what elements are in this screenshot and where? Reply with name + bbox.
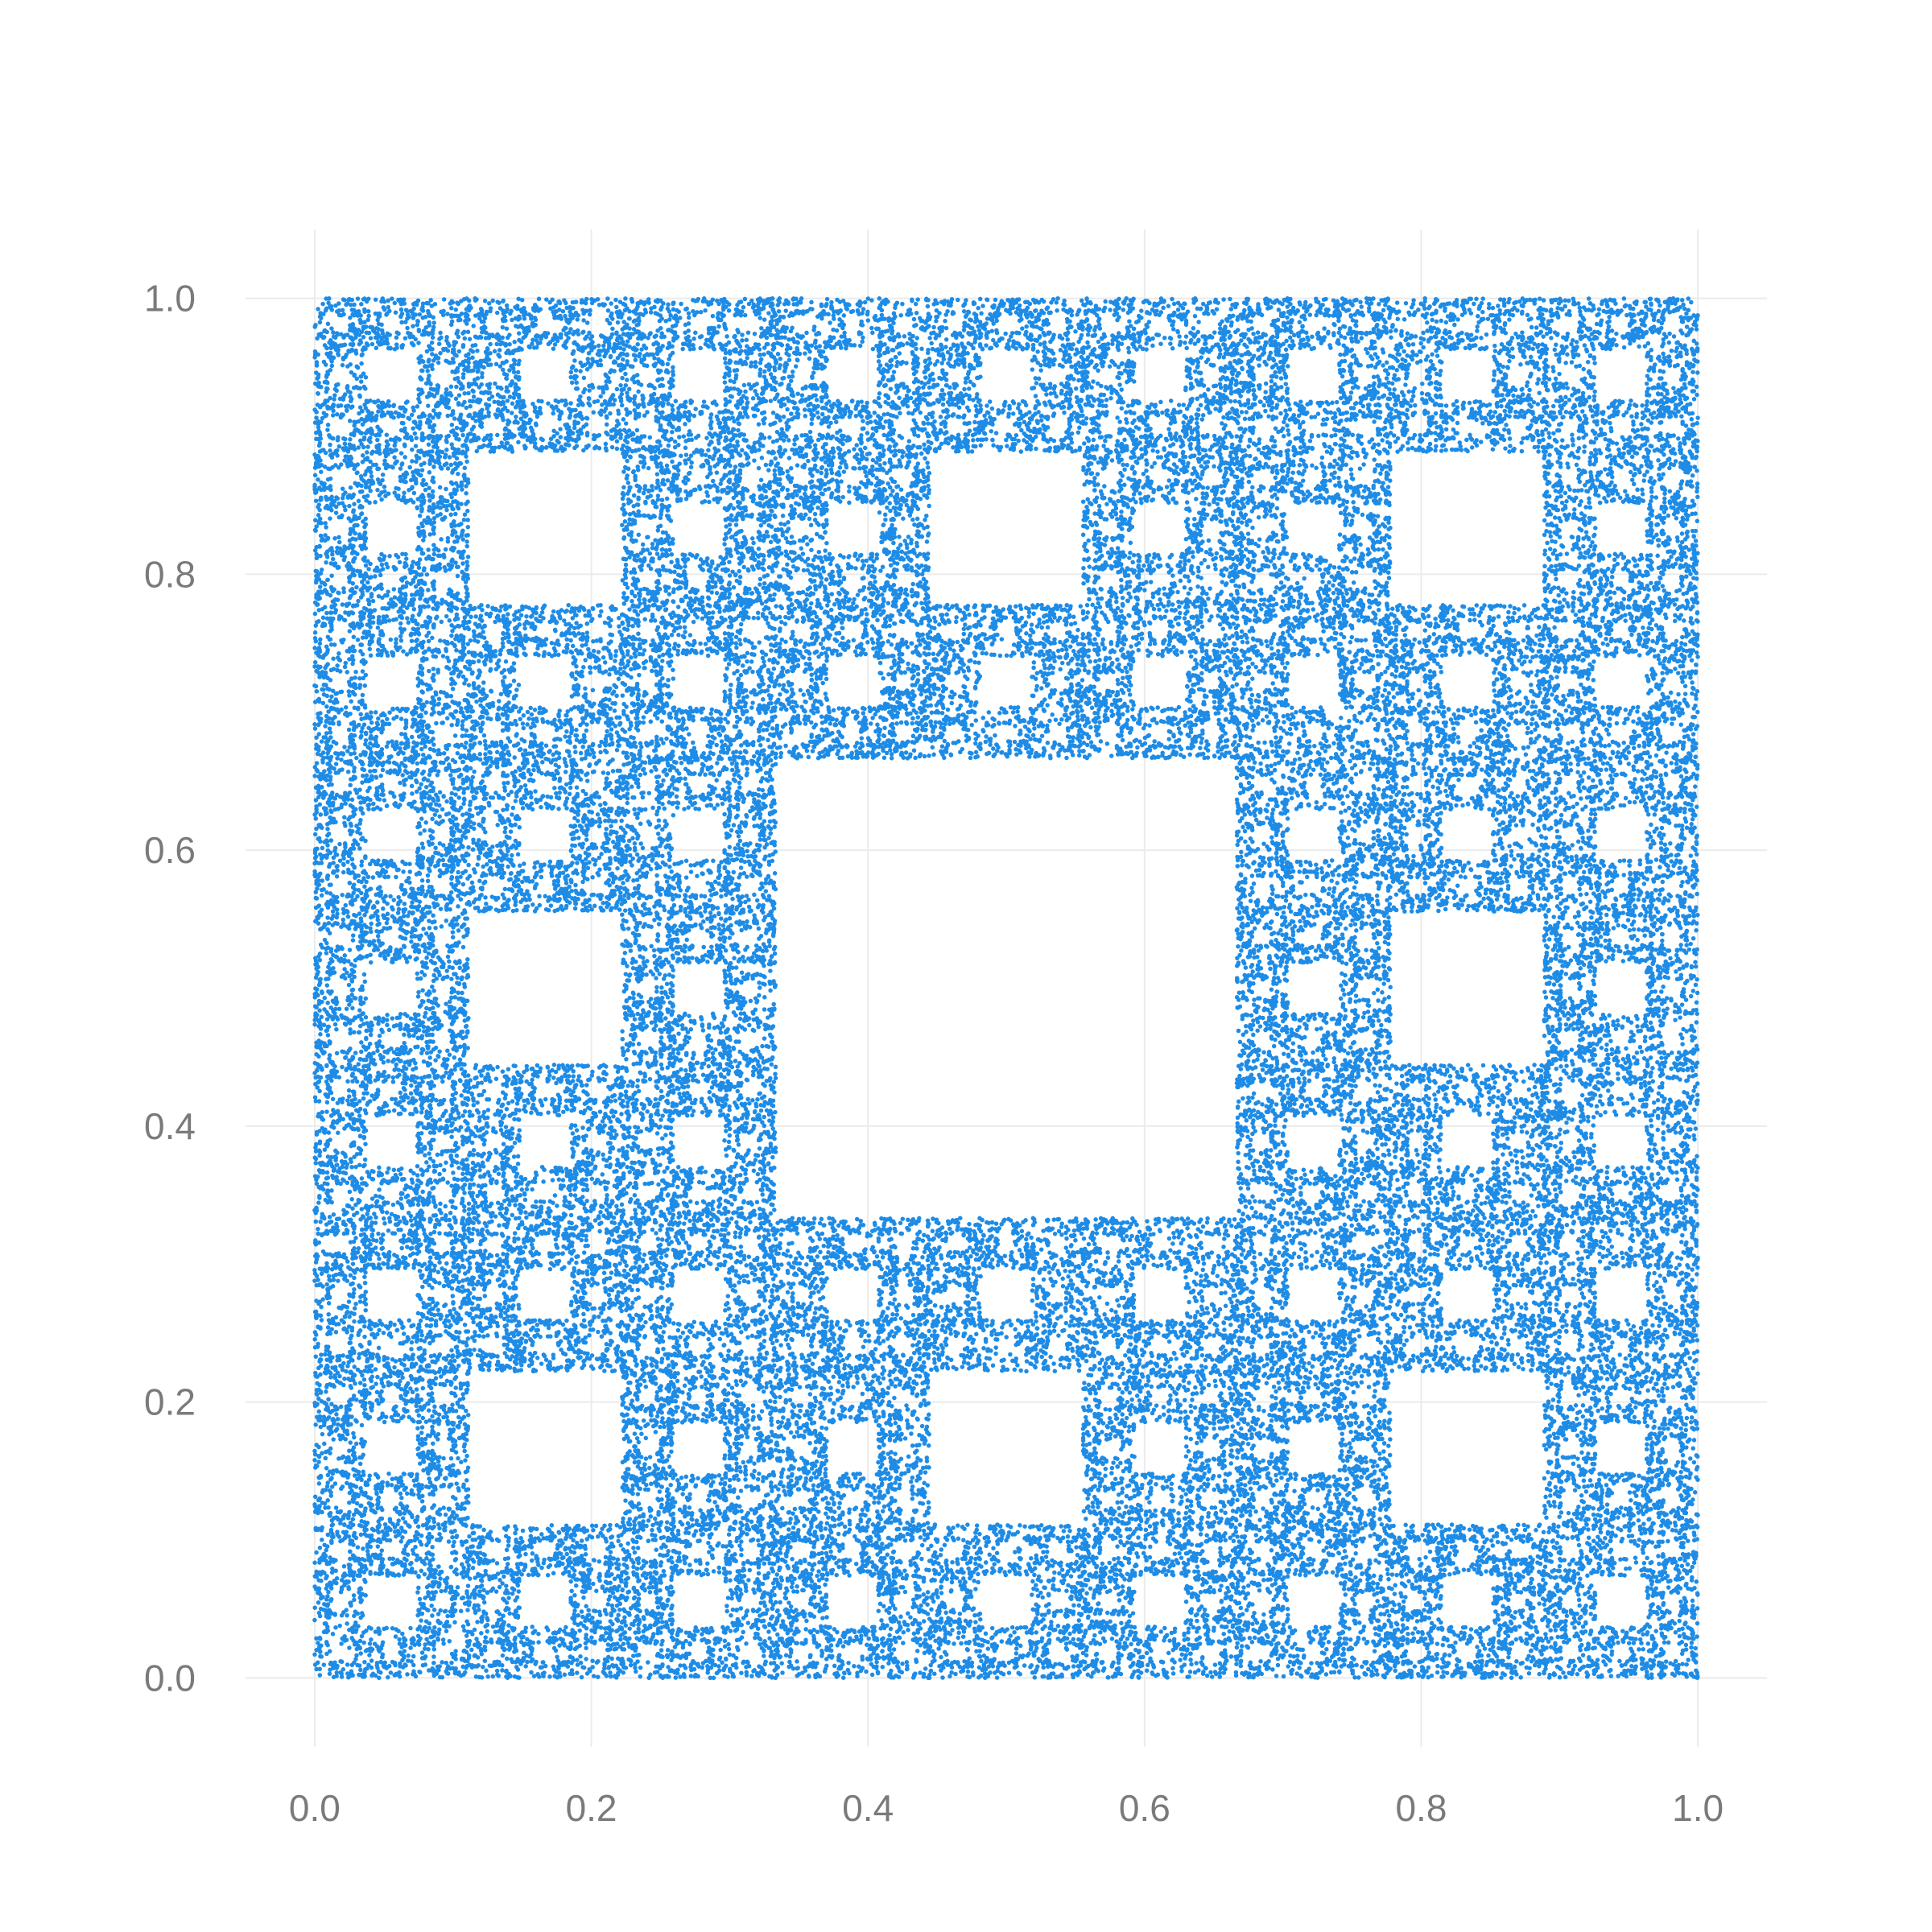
y-tick-label: 0.8 bbox=[144, 553, 196, 595]
data-points bbox=[312, 295, 1700, 1681]
y-tick-label: 0.2 bbox=[144, 1381, 196, 1423]
x-tick-label: 0.8 bbox=[1395, 1787, 1447, 1829]
x-tick-label: 0.4 bbox=[842, 1787, 894, 1829]
y-axis-ticks: 0.0 0.2 0.4 0.6 0.8 1.0 bbox=[144, 278, 196, 1699]
y-tick-label: 0.4 bbox=[144, 1105, 196, 1147]
y-tick-label: 0.0 bbox=[144, 1657, 196, 1699]
x-tick-label: 0.2 bbox=[566, 1787, 617, 1829]
x-axis-ticks: 0.0 0.2 0.4 0.6 0.8 1.0 bbox=[289, 1787, 1724, 1829]
scatter-points bbox=[312, 295, 1700, 1681]
x-tick-label: 0.6 bbox=[1119, 1787, 1170, 1829]
grid bbox=[246, 229, 1767, 1747]
y-tick-label: 1.0 bbox=[144, 278, 196, 320]
x-tick-label: 0.0 bbox=[289, 1787, 341, 1829]
y-tick-label: 0.6 bbox=[144, 829, 196, 871]
x-tick-label: 1.0 bbox=[1672, 1787, 1724, 1829]
